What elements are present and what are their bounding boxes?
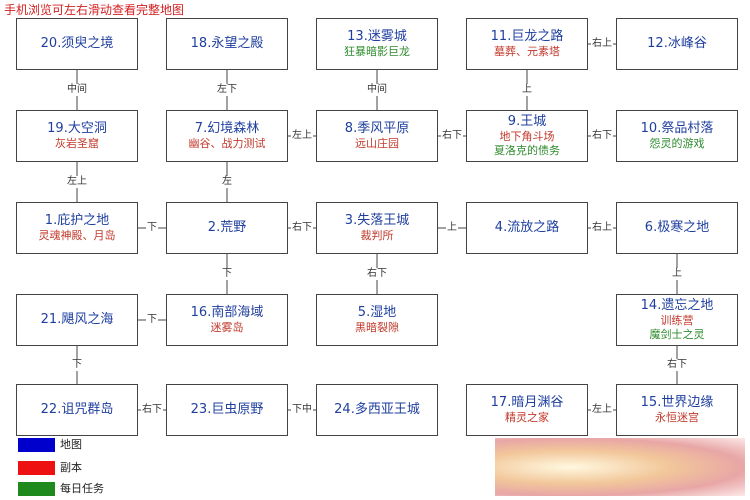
node-subtitle: 精灵之家 [505, 411, 549, 424]
map-node-2: 2.荒野 [166, 202, 288, 254]
map-node-10: 10.祭品村落怨灵的游戏 [616, 110, 738, 162]
edge-label: 下 [146, 222, 158, 234]
map-node-3: 3.失落王城裁判所 [316, 202, 438, 254]
node-subtitle: 迷雾岛 [210, 321, 244, 334]
node-subtitle: 幽谷、战力测试 [188, 137, 266, 150]
node-subtitle: 魔剑士之灵 [649, 328, 705, 341]
edge-label: 左上 [291, 130, 313, 142]
map-node-20: 20.须臾之境 [16, 18, 138, 70]
map-node-16: 16.南部海域迷雾岛 [166, 294, 288, 346]
node-title: 22.诅咒群岛 [40, 402, 114, 417]
node-title: 3.失落王城 [344, 213, 410, 228]
map-node-12: 12.冰峰谷 [616, 18, 738, 70]
edge-label: 左下 [216, 84, 238, 96]
map-node-23: 23.巨虫原野 [166, 384, 288, 436]
node-title: 19.大空洞 [47, 121, 107, 136]
legend-label-daily: 每日任务 [60, 482, 104, 495]
node-title: 21.飓风之海 [40, 312, 114, 327]
node-title: 12.冰峰谷 [647, 36, 707, 51]
node-title: 24.多西亚王城 [334, 402, 420, 417]
edge-label: 中间 [66, 84, 88, 96]
node-title: 23.巨虫原野 [190, 402, 264, 417]
node-title: 10.祭品村落 [640, 121, 714, 136]
node-subtitle: 怨灵的游戏 [649, 137, 705, 150]
edge-label: 右下 [441, 130, 463, 142]
edge-label: 右下 [591, 130, 613, 142]
map-node-11: 11.巨龙之路墓葬、元素塔 [466, 18, 588, 70]
edge-label: 右下 [366, 268, 388, 280]
edge-label: 上 [446, 222, 458, 234]
map-node-9: 9.王城地下角斗场夏洛克的债务 [466, 110, 588, 162]
node-title: 11.巨龙之路 [490, 29, 564, 44]
edge-label: 左 [221, 176, 233, 188]
map-node-7: 7.幻境森林幽谷、战力测试 [166, 110, 288, 162]
node-subtitle: 裁判所 [360, 229, 394, 242]
map-node-24: 24.多西亚王城 [316, 384, 438, 436]
map-node-18: 18.永望之殿 [166, 18, 288, 70]
map-node-6: 6.极寒之地 [616, 202, 738, 254]
node-subtitle: 墓葬、元素塔 [494, 45, 560, 58]
edge-label: 中间 [366, 84, 388, 96]
map-node-1: 1.庇护之地灵魂神殿、月岛 [16, 202, 138, 254]
node-subtitle: 灰岩圣窟 [55, 137, 99, 150]
node-subtitle: 狂暴暗影巨龙 [344, 45, 410, 58]
node-title: 14.遗忘之地 [640, 298, 714, 313]
edge-label: 左上 [66, 176, 88, 188]
node-title: 13.迷雾城 [347, 29, 407, 44]
edge-label: 下 [221, 268, 233, 280]
edge-label: 右上 [591, 222, 613, 234]
edge-label: 左上 [591, 404, 613, 416]
edge-label: 下中 [291, 404, 313, 416]
node-title: 7.幻境森林 [194, 121, 260, 136]
node-subtitle: 灵魂神殿、月岛 [38, 229, 116, 242]
node-subtitle: 永恒迷宫 [655, 411, 699, 424]
node-title: 6.极寒之地 [644, 220, 710, 235]
node-title: 2.荒野 [207, 220, 247, 235]
legend-swatch-dungeon [18, 461, 55, 475]
map-node-8: 8.季风平原远山庄园 [316, 110, 438, 162]
node-title: 5.湿地 [357, 305, 397, 320]
node-subtitle: 夏洛克的债务 [494, 144, 560, 157]
legend-label-map: 地图 [60, 438, 82, 451]
node-title: 20.须臾之境 [40, 36, 114, 51]
node-subtitle: 地下角斗场 [499, 130, 555, 143]
edge-label: 右上 [591, 38, 613, 50]
legend-swatch-map [18, 438, 55, 452]
map-node-22: 22.诅咒群岛 [16, 384, 138, 436]
header-note: 手机浏览可左右滑动查看完整地图 [4, 3, 185, 17]
edge-label: 下 [146, 314, 158, 326]
map-node-17: 17.暗月渊谷精灵之家 [466, 384, 588, 436]
map-node-5: 5.湿地黑暗裂隙 [316, 294, 438, 346]
map-node-14: 14.遗忘之地训练营魔剑士之灵 [616, 294, 738, 346]
node-title: 8.季风平原 [344, 121, 410, 136]
watermark-logo [495, 438, 745, 496]
legend-swatch-daily [18, 482, 55, 496]
edge-label: 右下 [141, 404, 163, 416]
edge-label: 上 [521, 84, 533, 96]
map-node-21: 21.飓风之海 [16, 294, 138, 346]
node-title: 4.流放之路 [494, 220, 560, 235]
map-node-4: 4.流放之路 [466, 202, 588, 254]
node-subtitle: 黑暗裂隙 [355, 321, 399, 334]
node-title: 15.世界边缘 [640, 395, 714, 410]
node-subtitle: 训练营 [660, 314, 694, 327]
map-node-13: 13.迷雾城狂暴暗影巨龙 [316, 18, 438, 70]
edge-label: 右下 [291, 222, 313, 234]
edge-label: 右下 [666, 359, 688, 371]
node-subtitle: 远山庄园 [355, 137, 399, 150]
edge-label: 下 [71, 359, 83, 371]
map-node-15: 15.世界边缘永恒迷宫 [616, 384, 738, 436]
node-title: 18.永望之殿 [190, 36, 264, 51]
node-title: 17.暗月渊谷 [490, 395, 564, 410]
node-title: 9.王城 [507, 114, 547, 129]
legend-label-dungeon: 副本 [60, 461, 82, 474]
node-title: 1.庇护之地 [44, 213, 110, 228]
node-title: 16.南部海域 [190, 305, 264, 320]
map-node-19: 19.大空洞灰岩圣窟 [16, 110, 138, 162]
edge-label: 上 [671, 268, 683, 280]
